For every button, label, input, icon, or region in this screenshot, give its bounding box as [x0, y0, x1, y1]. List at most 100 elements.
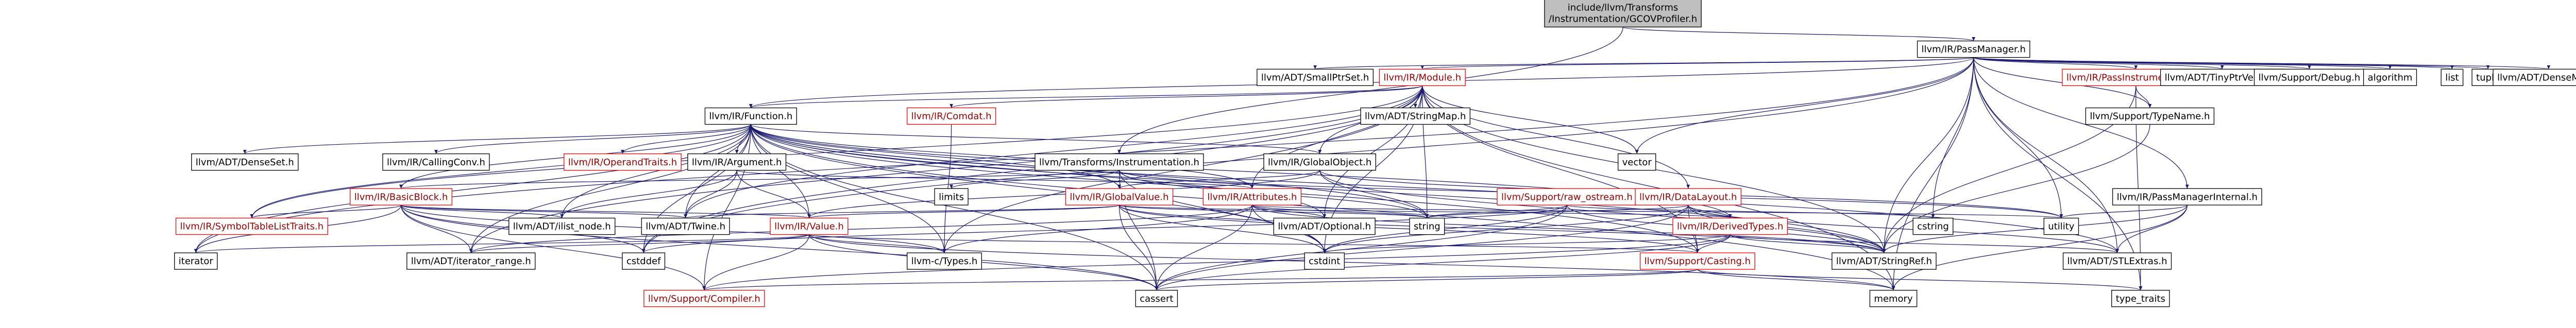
node-memory[interactable]: memory	[1869, 290, 1918, 307]
node-attributes[interactable]: llvm/IR/Attributes.h	[1202, 188, 1302, 205]
edge-line	[750, 124, 1254, 189]
node-box-typename	[2085, 107, 2215, 125]
node-globalobject[interactable]: llvm/IR/GlobalObject.h	[1263, 153, 1376, 171]
node-cstdint[interactable]: cstdint	[1304, 252, 1345, 270]
node-box-cstdint	[1304, 252, 1345, 270]
node-cstddef[interactable]: cstddef	[622, 252, 666, 270]
node-vector[interactable]: vector	[1617, 153, 1656, 171]
edge-casting-to-memory	[1697, 269, 1895, 291]
edge-function-to-ilistnode	[560, 124, 751, 218]
edge-line	[1891, 205, 2188, 290]
node-transinstr[interactable]: llvm/Transforms/Instrumentation.h	[1035, 153, 1204, 171]
edge-module-to-string	[1422, 85, 1429, 218]
edge-value-to-compiler	[702, 234, 810, 290]
node-typetraits[interactable]: type_traits	[2111, 290, 2170, 307]
node-utility[interactable]: utility	[2043, 217, 2079, 235]
node-compiler[interactable]: llvm/Support/Compiler.h	[643, 290, 765, 307]
node-passmanager[interactable]: llvm/IR/PassManager.h	[1917, 40, 2030, 58]
node-derivedtypes[interactable]: llvm/IR/DerivedTypes.h	[1672, 217, 1788, 235]
node-typename[interactable]: llvm/Support/TypeName.h	[2085, 107, 2215, 125]
edge-function-to-twine	[684, 124, 751, 218]
node-comdat[interactable]: llvm/IR/Comdat.h	[906, 107, 996, 125]
edge-line	[1323, 205, 1689, 253]
node-twine[interactable]: llvm/ADT/Twine.h	[641, 217, 730, 235]
edge-line	[1891, 57, 1974, 290]
edge-line	[1973, 57, 2119, 253]
node-label-limits: limits	[939, 192, 964, 202]
node-iteratorrange[interactable]: llvm/ADT/iterator_range.h	[406, 252, 536, 270]
edge-function-to-iteratorrange	[469, 124, 751, 253]
node-label-compiler: llvm/Support/Compiler.h	[648, 294, 760, 304]
node-stlextras[interactable]: llvm/ADT/STLExtras.h	[2062, 252, 2172, 270]
edge-line	[1421, 57, 1974, 70]
edge-line	[1566, 204, 1935, 219]
node-cstring[interactable]: cstring	[1912, 217, 1954, 235]
edge-line	[1155, 234, 1731, 290]
node-label-cassert: cassert	[1140, 294, 1173, 304]
node-symboltable[interactable]: llvm/IR/SymbolTableListTraits.h	[175, 217, 328, 235]
edge-function-to-value	[750, 124, 811, 218]
edge-line	[1155, 205, 1252, 290]
node-label-stringref: llvm/ADT/StringRef.h	[1836, 256, 1932, 267]
edge-derivedtypes-to-cassert	[1155, 234, 1731, 290]
node-label-algorithm: algorithm	[2368, 72, 2413, 83]
node-stringref[interactable]: llvm/ADT/StringRef.h	[1832, 252, 1937, 270]
node-algorithm[interactable]: algorithm	[2363, 68, 2417, 86]
edge-line	[1696, 234, 1731, 253]
node-iterator[interactable]: iterator	[174, 252, 218, 270]
node-passmgrinternal[interactable]: llvm/IR/PassManagerInternal.h	[2112, 188, 2262, 205]
node-datalayout[interactable]: llvm/IR/DataLayout.h	[1635, 188, 1742, 205]
edge-value-to-ctypes	[808, 234, 946, 253]
node-value[interactable]: llvm/IR/Value.h	[770, 217, 849, 235]
edge-line	[1323, 234, 1731, 253]
node-operandtraits[interactable]: llvm/IR/OperandTraits.h	[564, 153, 682, 171]
node-basicblock[interactable]: llvm/IR/BasicBlock.h	[350, 188, 452, 205]
node-cassert[interactable]: cassert	[1135, 290, 1178, 307]
node-box-attributes	[1202, 188, 1302, 205]
node-ctypes[interactable]: llvm-c/Types.h	[907, 252, 982, 270]
edge-line	[950, 85, 1423, 109]
node-box-root	[1544, 0, 1702, 28]
node-densemap[interactable]: llvm/ADT/DenseMap.h	[2493, 68, 2576, 86]
edge-attributes-to-utility	[1251, 204, 2063, 219]
node-box-cstring	[1912, 217, 1954, 235]
edge-passmgrinternal-to-stringref	[1882, 205, 2188, 253]
node-label-symboltable: llvm/IR/SymbolTableListTraits.h	[180, 221, 324, 232]
node-label-typename: llvm/Support/TypeName.h	[2090, 111, 2210, 122]
node-rawostream[interactable]: llvm/Support/raw_ostream.h	[1497, 188, 1637, 205]
edge-line	[808, 234, 1895, 291]
edge-passmanager-to-memory	[1891, 57, 1974, 290]
edge-line	[1730, 234, 1886, 253]
node-callingconv[interactable]: llvm/IR/CallingConv.h	[382, 153, 490, 171]
node-globalvalue[interactable]: llvm/IR/GlobalValue.h	[1065, 188, 1174, 205]
node-argument[interactable]: llvm/IR/Argument.h	[687, 153, 787, 171]
node-box-transinstr	[1035, 153, 1204, 171]
node-box-symboltable	[175, 217, 328, 235]
node-label-globalobject: llvm/IR/GlobalObject.h	[1268, 157, 1371, 168]
node-label-operandtraits: llvm/IR/OperandTraits.h	[568, 157, 677, 168]
node-label-tinyptrvector: llvm/ADT/TinyPtrVector.h	[2165, 72, 2280, 83]
node-label-function: llvm/IR/Function.h	[709, 111, 792, 122]
node-function[interactable]: llvm/IR/Function.h	[704, 107, 797, 125]
node-box-optional	[1273, 217, 1376, 235]
node-casting[interactable]: llvm/Support/Casting.h	[1639, 252, 1755, 270]
edge-passmanager-to-passinstr	[1973, 57, 2138, 70]
node-box-cassert	[1135, 290, 1178, 307]
node-list[interactable]: list	[2441, 68, 2464, 86]
edge-line	[1688, 205, 2119, 253]
node-limits[interactable]: limits	[934, 188, 969, 205]
node-optional[interactable]: llvm/ADT/Optional.h	[1273, 217, 1376, 235]
node-ilistnode[interactable]: llvm/ADT/ilist_node.h	[509, 217, 616, 235]
node-root[interactable]: include/llvm/Transforms/Instrumentation/…	[1544, 0, 1702, 28]
node-module[interactable]: llvm/IR/Module.h	[1379, 68, 1466, 86]
node-box-comdat	[906, 107, 996, 125]
node-label-twine: llvm/ADT/Twine.h	[646, 221, 725, 232]
node-smallptrset[interactable]: llvm/ADT/SmallPtrSet.h	[1257, 68, 1374, 86]
node-stringmap[interactable]: llvm/ADT/StringMap.h	[1360, 107, 1471, 125]
edge-value-to-iterator	[194, 234, 810, 253]
node-box-compiler	[643, 290, 765, 307]
node-debug[interactable]: llvm/Support/Debug.h	[2253, 68, 2365, 86]
node-denseset[interactable]: llvm/ADT/DenseSet.h	[191, 153, 299, 171]
node-string[interactable]: string	[1409, 217, 1445, 235]
edge-line	[1422, 85, 1895, 290]
